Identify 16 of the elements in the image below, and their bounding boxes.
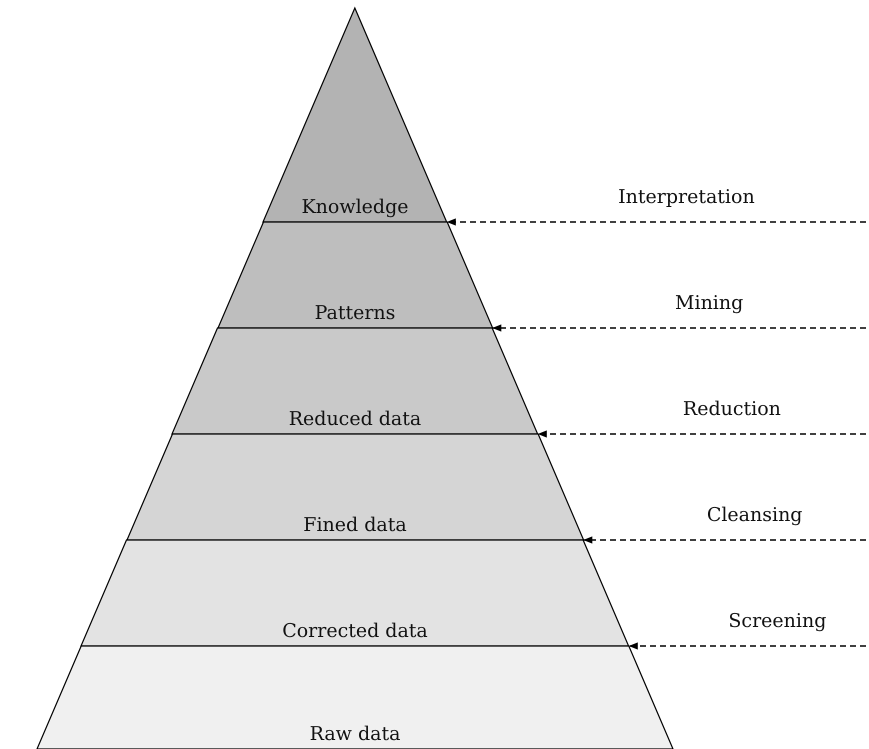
layer-label: Fined data — [303, 514, 407, 536]
edge-label: Mining — [675, 292, 744, 314]
layer-label: Patterns — [314, 302, 396, 324]
edge-label: Cleansing — [706, 504, 802, 526]
layer-label: Raw data — [310, 723, 400, 745]
dashed-arrow — [583, 536, 866, 544]
dashed-arrow — [492, 324, 866, 332]
dashed-arrow — [628, 642, 866, 650]
edge-label: Interpretation — [618, 186, 755, 208]
layer-label: Knowledge — [301, 196, 408, 218]
layer-label: Reduced data — [288, 408, 422, 430]
layer-label: Corrected data — [282, 620, 428, 642]
dashed-arrow — [446, 218, 866, 226]
dashed-arrow — [538, 430, 866, 438]
edge-label: Screening — [728, 610, 826, 632]
edge-label: Reduction — [682, 398, 781, 420]
